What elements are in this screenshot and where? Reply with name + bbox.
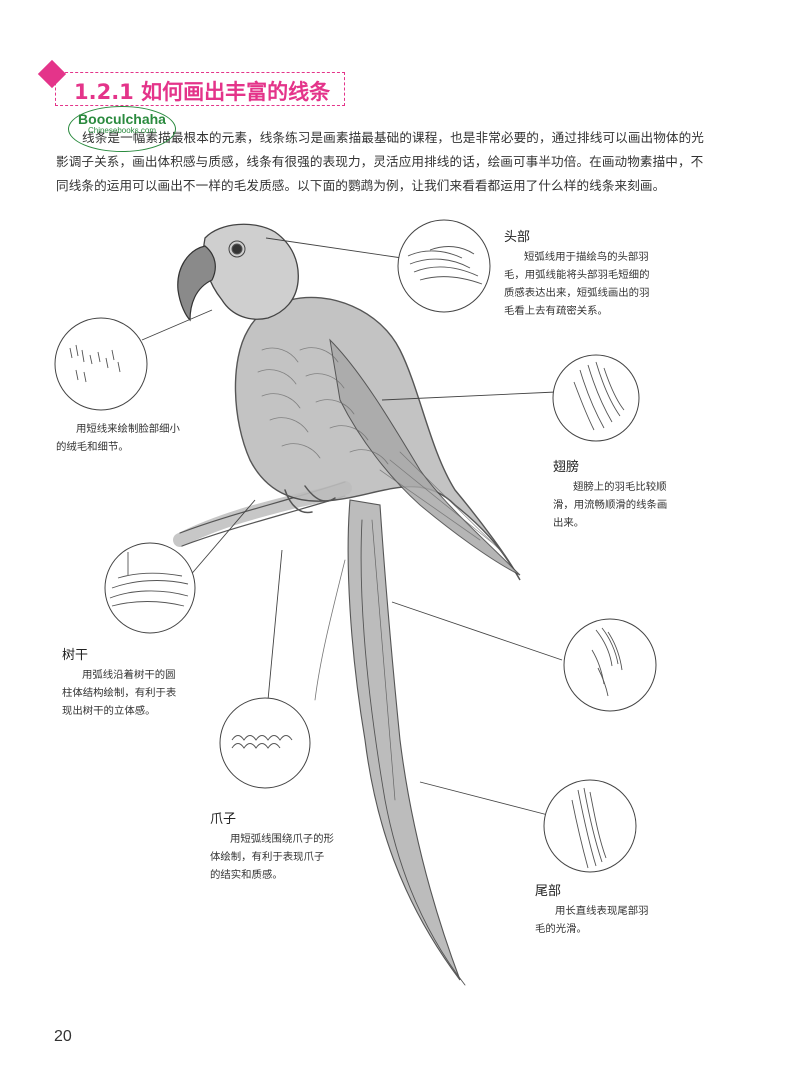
page-number: 20 <box>54 1028 72 1045</box>
detail-circle-trunk <box>104 542 196 634</box>
callout-wing-label: 翅膀 <box>553 460 580 475</box>
detail-circle-tail <box>543 779 637 873</box>
callout-claw-caption: 用短弧线围绕爪子的形体绘制，有利于表现爪子的结实和质感。 <box>210 833 334 881</box>
callout-trunk-caption: 用弧线沿着树干的圆柱体结构绘制，有利于表现出树干的立体感。 <box>62 669 177 717</box>
watermark-sub-text: Chinesebooks.com <box>87 126 157 135</box>
detail-circle-head <box>397 219 491 313</box>
detail-circle-face <box>54 317 148 411</box>
section-title: 1.2.1 如何画出丰富的线条 <box>74 80 331 104</box>
callout-tail-label: 尾部 <box>535 884 562 899</box>
callout-head-label: 头部 <box>504 230 531 245</box>
callout-tail-caption: 用长直线表现尾部羽毛的光滑。 <box>535 905 649 935</box>
intro-paragraph: 线条是一幅素描最根本的元素，线条练习是画素描最基础的课程，也是非常必要的，通过排… <box>56 130 704 193</box>
callout-wing-caption: 翅膀上的羽毛比较顺滑，用流畅顺滑的线条画出来。 <box>553 481 668 529</box>
callout-head-caption: 短弧线用于描绘鸟的头部羽毛，用弧线能将头部羽毛短细的质感表达出来，短弧线画出的羽… <box>504 251 650 317</box>
detail-circle-lower-body <box>563 618 657 712</box>
parrot-sketch <box>173 223 521 986</box>
callout-face-caption: 用短线来绘制脸部细小的绒毛和细节。 <box>56 423 180 453</box>
section-header-frame <box>55 72 345 106</box>
callout-lines <box>141 237 563 816</box>
callout-claw-label: 爪子 <box>210 812 237 827</box>
callout-trunk-label: 树干 <box>62 648 89 663</box>
watermark-logo: Booculchaha Chinesebooks.com <box>68 106 176 152</box>
detail-circle-claw <box>219 697 311 789</box>
detail-circle-wing <box>552 354 640 442</box>
watermark-main-text: Booculchaha <box>78 111 166 127</box>
